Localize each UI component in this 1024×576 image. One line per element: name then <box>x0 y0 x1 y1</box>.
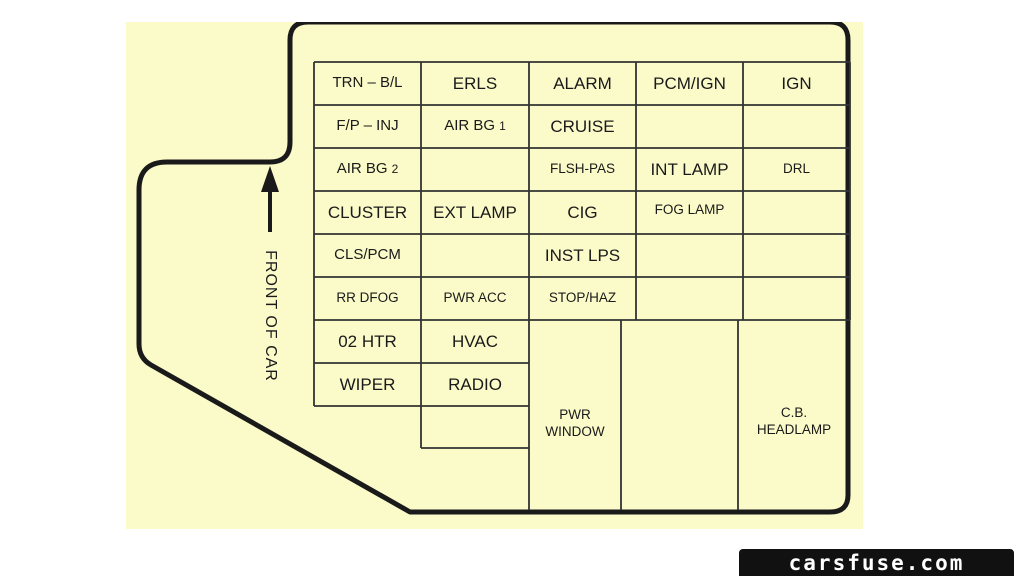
fuse-label-alarm: ALARM <box>553 73 612 93</box>
fuse-label-pcm-ign: PCM/IGN <box>653 73 726 93</box>
fuse-label-cluster: CLUSTER <box>327 202 408 222</box>
fuse-label-drl: DRL <box>782 161 810 177</box>
fuse-label-02-htr: 02 HTR <box>338 331 397 351</box>
fuse-label-ext-lamp: EXT LAMP <box>433 202 517 222</box>
fuse-label-hvac: HVAC <box>452 331 498 351</box>
fuse-label-cig: CIG <box>567 202 598 222</box>
fuse-label-trn-bl: TRN – B/L <box>332 74 403 92</box>
fuse-label-erls: ERLS <box>452 73 498 93</box>
fuse-label-cb-headlamp: C.B. HEADLAMP <box>738 390 850 454</box>
fuse-panel-background: TRN – B/L ERLS ALARM PCM/IGN IGN F/P – I… <box>126 22 863 529</box>
fuse-label-pwr-acc: PWR ACC <box>443 290 507 306</box>
fuse-label-stop-haz: STOP/HAZ <box>548 290 617 306</box>
cb-headlamp-line-2: HEADLAMP <box>756 422 832 437</box>
fuse-label-int-lamp: INT LAMP <box>650 159 729 179</box>
fuse-label-radio: RADIO <box>448 374 502 394</box>
front-arrow-icon <box>261 166 279 232</box>
fuse-label-flsh-pas: FLSH-PAS <box>549 161 615 177</box>
fuse-label-rr-dfog: RR DFOG <box>336 290 399 306</box>
front-of-car-label: FRONT OF CAR <box>262 250 279 382</box>
fuse-label-ign: IGN <box>781 73 812 93</box>
air-bg-number: 2 <box>391 162 399 176</box>
fuse-label-inst-lps: INST LPS <box>544 245 621 265</box>
fuse-box-outline <box>136 22 851 515</box>
air-bg-label: AIR BG <box>444 117 496 135</box>
fuse-label-cls-pcm: CLS/PCM <box>334 246 401 264</box>
fuse-label-pwr-window: PWR WINDOW <box>529 392 621 456</box>
watermark-logo: carsfuse.com <box>739 549 1014 576</box>
fuse-label-wiper: WIPER <box>339 374 396 394</box>
air-bg-label: AIR BG <box>336 160 388 178</box>
pwr-window-line-1: PWR <box>559 407 591 423</box>
pwr-window-line-2: WINDOW <box>545 424 605 439</box>
fuse-box-diagram <box>136 22 851 515</box>
fuse-label-fp-inj: F/P – INJ <box>336 117 399 135</box>
fuse-label-fog-lamp: FOG LAMP <box>654 202 725 218</box>
air-bg-number: 1 <box>499 119 506 133</box>
cb-headlamp-line-1: C.B. <box>780 405 808 421</box>
fuse-label-cruise: CRUISE <box>550 116 615 136</box>
